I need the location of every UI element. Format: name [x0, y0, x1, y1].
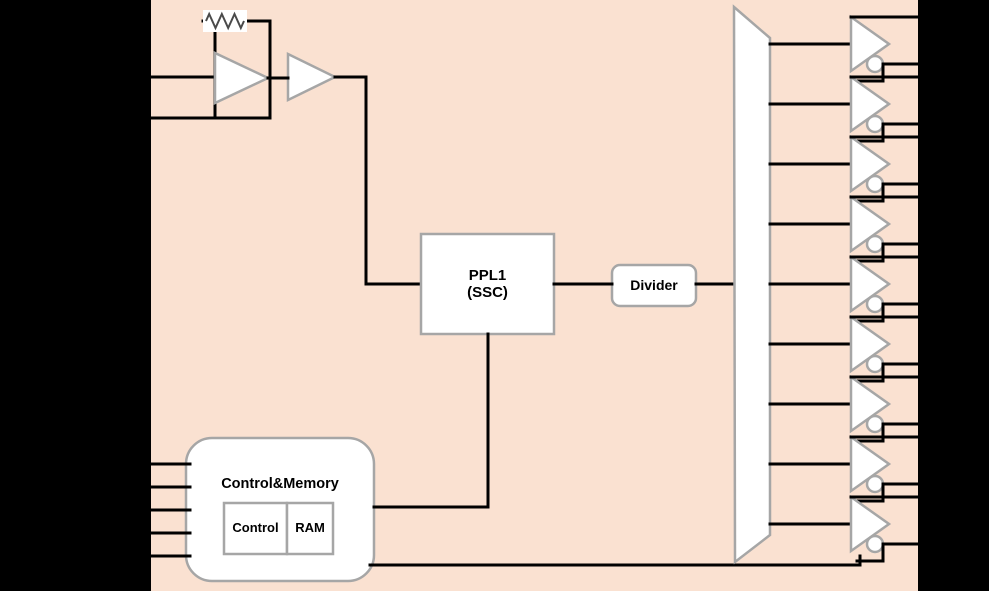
oscillator-amplifier[interactable] [213, 51, 271, 105]
control-label: Control [232, 520, 279, 536]
output-buffer-9-invert-bubble [865, 534, 885, 554]
buffer-to-pll-wire [333, 75, 423, 286]
output-buffer-7-invert-bubble [865, 414, 885, 434]
divider-label: Divider [630, 277, 678, 294]
output-buffer-8-invert-bubble [865, 474, 885, 494]
control-subblock[interactable] [222, 501, 289, 556]
output-buffer-6-invert-bubble [865, 354, 885, 374]
ram-subblock[interactable] [285, 501, 335, 556]
output-buffer-9-out-n-stub [855, 542, 885, 563]
output-buffer-2-invert-bubble [865, 114, 885, 134]
feedback-right-wire [245, 19, 272, 120]
control-to-mux-wire [368, 554, 862, 567]
output-buffer-1-out-n-stub [855, 62, 885, 83]
output-buffer-2-out-n-stub [855, 122, 885, 143]
feedback-left-wire [201, 19, 217, 120]
output-buffer-4-invert-bubble [865, 234, 885, 254]
output-buffer-3-invert-bubble [865, 174, 885, 194]
resistor-zigzag-icon [205, 11, 245, 31]
ram-label: RAM [295, 520, 325, 536]
output-mux-block[interactable] [732, 4, 772, 565]
output-buffer-5-invert-bubble [865, 294, 885, 314]
output-buffer-1-invert-bubble [865, 54, 885, 74]
output-buffer-7-out-n-stub [855, 422, 885, 443]
output-buffer-4-out-n-stub [855, 242, 885, 263]
pll-to-control-wire [372, 332, 490, 509]
pll-label: PPL1(SSC) [467, 266, 508, 301]
control-memory-label: Control&Memory [221, 475, 339, 492]
output-buffer-3-out-n-stub [855, 182, 885, 203]
output-buffer-5-out-n-stub [855, 302, 885, 323]
buffer-amplifier[interactable] [286, 51, 338, 103]
output-buffer-8-out-n-stub [855, 482, 885, 503]
output-buffer-6-out-n-stub [855, 362, 885, 383]
pll-block[interactable] [419, 232, 556, 336]
